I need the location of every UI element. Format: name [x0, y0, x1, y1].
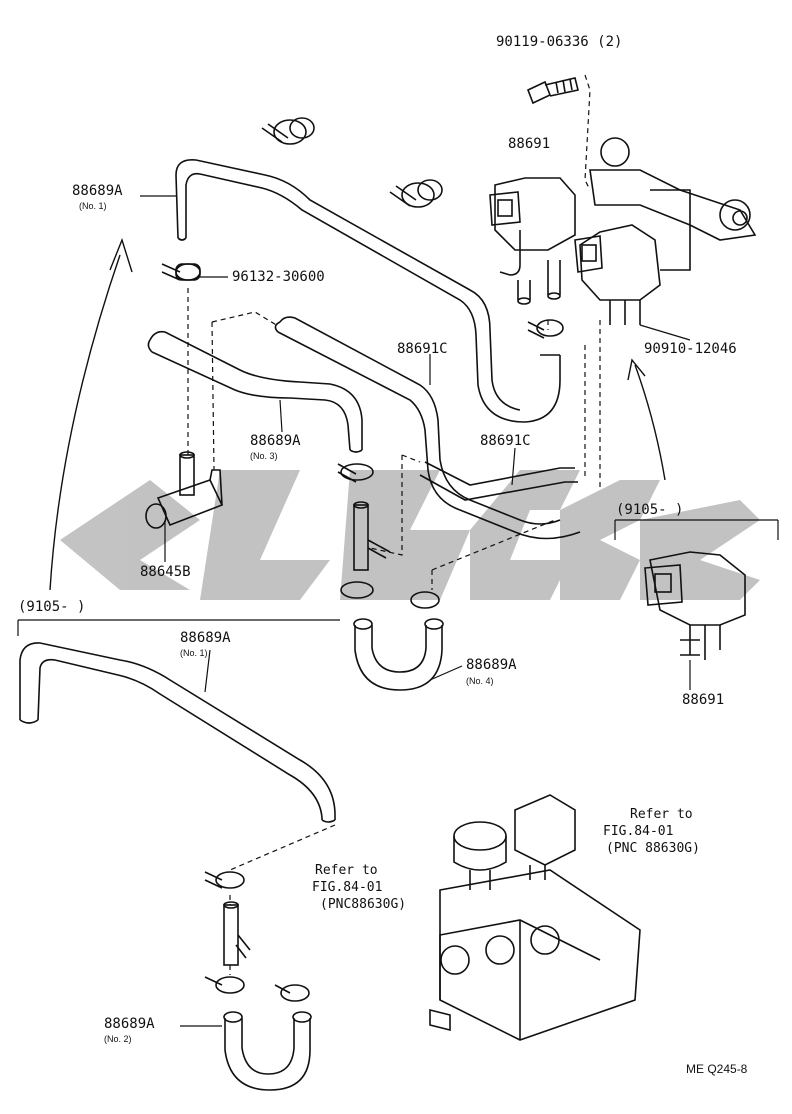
bracket-assembly — [574, 137, 757, 325]
part-label-hose-no4: 88689A — [466, 657, 517, 673]
hose-88691c-lower — [419, 461, 578, 501]
hose-88689a-no1-top — [175, 158, 561, 423]
vsv-88691-top — [489, 177, 576, 305]
range-label-right: (9105- ) — [616, 502, 684, 518]
tee-joint-middle — [337, 463, 440, 609]
hose-88689a-no4 — [353, 618, 444, 691]
part-label-hose-no2: 88689A — [104, 1016, 155, 1032]
clamp-96132 — [161, 263, 201, 281]
line-art — [17, 74, 779, 1091]
part-label-clamp: 96132-30600 — [232, 269, 325, 285]
part-label-vsv-top: 88691 — [508, 136, 551, 152]
part-label-valve-b: 88645B — [140, 564, 191, 580]
valve-88645b — [145, 451, 224, 529]
part-sublabel-hose-no1-top: (No. 1) — [79, 201, 107, 211]
reference-note-2-line1: Refer to — [315, 863, 378, 878]
hose-88691c-upper — [274, 316, 581, 540]
vsv-88691-right — [644, 551, 746, 660]
part-label-connector: 90910-12046 — [644, 341, 737, 357]
clamp-right — [527, 319, 564, 339]
hose-clip-top-2 — [389, 179, 443, 208]
part-sublabel-hose-no1-bottom: (No. 1) — [180, 648, 208, 658]
part-sublabel-hose-no2: (No. 2) — [104, 1034, 132, 1044]
bolt-part — [526, 77, 579, 105]
tee-joint-bottom — [204, 871, 310, 1002]
dashed-lines — [187, 74, 601, 975]
hose-88689a-no1-bottom — [19, 642, 336, 823]
hose-clip-top-1 — [261, 117, 315, 145]
range-label-left: (9105- ) — [18, 599, 86, 615]
watermark-logo — [60, 470, 760, 600]
reference-note-1-line3: (PNC 88630G) — [606, 841, 700, 856]
hose-88689a-no3 — [147, 330, 363, 453]
part-sublabel-hose-no4: (No. 4) — [466, 676, 494, 686]
part-label-bolt: 90119-06336 (2) — [496, 34, 623, 50]
relay-block — [429, 794, 641, 1041]
reference-note-2-line2: FIG.84-01 — [312, 880, 383, 895]
figure-code: ME Q245-8 — [686, 1062, 748, 1076]
reference-note-1-line2: FIG.84-01 — [603, 824, 674, 839]
part-label-vsv-right: 88691 — [682, 692, 725, 708]
part-label-hose-no3: 88689A — [250, 433, 301, 449]
leader-lines — [17, 195, 779, 1027]
reference-note-2-line3: (PNC88630G) — [320, 897, 407, 912]
part-label-hose-no1-top: 88689A — [72, 183, 123, 199]
part-sublabel-hose-no3: (No. 3) — [250, 451, 278, 461]
part-label-hose-c-upper: 88691C — [397, 341, 448, 357]
part-label-hose-c-lower: 88691C — [480, 433, 531, 449]
hose-88689a-no2 — [223, 1011, 312, 1091]
part-label-hose-no1-bottom: 88689A — [180, 630, 231, 646]
direction-arrows — [49, 237, 666, 591]
reference-note-1-line1: Refer to — [630, 807, 693, 822]
